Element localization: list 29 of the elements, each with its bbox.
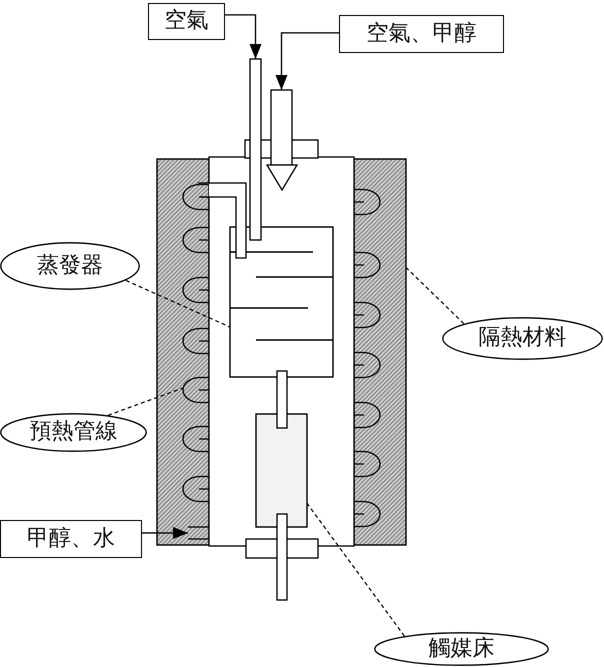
leader-line (126, 280, 230, 328)
callout-ellipse (442, 317, 603, 360)
callout-ellipse (0, 413, 147, 452)
leader-line (108, 387, 184, 416)
evaporator-chamber (229, 226, 334, 378)
insulation-band (353, 158, 407, 546)
stream-label-box (0, 520, 142, 558)
coil-loop (182, 376, 209, 404)
callout-ellipse (374, 632, 549, 666)
callout-label: 蒸發器 (37, 254, 103, 278)
nozzle-pipe (266, 89, 298, 192)
flow-arrow (225, 14, 262, 59)
catalyst-bed (255, 413, 308, 528)
leader-line (306, 502, 405, 636)
callout-ellipse (0, 242, 140, 290)
stream-label-box (339, 15, 504, 53)
flow-arrow (276, 32, 339, 90)
callout-label: 觸媒床 (428, 636, 494, 662)
callout-label: 隔熱材料 (478, 326, 566, 351)
pipe (249, 58, 262, 241)
inlet-pipe (188, 526, 209, 540)
stream-label: 甲醇、水 (27, 526, 115, 552)
insulation-band (156, 158, 210, 546)
leader-line (406, 267, 464, 324)
stream-label-box (148, 3, 225, 40)
callout-label: 預熱管線 (30, 420, 118, 445)
stream-label: 空氣 (164, 9, 208, 34)
stream-label: 空氣、甲醇 (366, 22, 476, 46)
flow-arrow (142, 526, 188, 539)
